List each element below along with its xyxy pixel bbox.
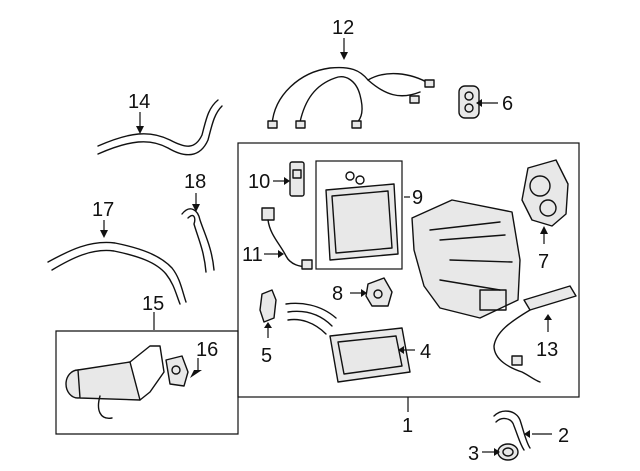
grommet-6[interactable] <box>458 85 480 119</box>
callout-5: 5 <box>261 345 272 367</box>
callout-3: 3 <box>468 443 479 465</box>
hose-2[interactable] <box>493 410 531 451</box>
callout-18: 18 <box>184 171 206 193</box>
bracket-5[interactable] <box>259 289 277 323</box>
callout-2: 2 <box>558 425 569 447</box>
hvac-housing[interactable] <box>411 199 521 319</box>
callout-11: 11 <box>242 244 263 266</box>
evaporator-9[interactable] <box>325 171 399 261</box>
callout-10: 10 <box>248 171 270 193</box>
hose-18[interactable] <box>181 208 215 273</box>
harness-11[interactable] <box>261 207 313 270</box>
callout-4: 4 <box>420 341 431 363</box>
callout-17: 17 <box>92 199 114 221</box>
callout-15: 15 <box>142 293 164 315</box>
callout-9: 9 <box>412 187 423 209</box>
hose-14[interactable] <box>97 99 223 156</box>
water-pump-15[interactable] <box>65 345 165 419</box>
callout-12: 12 <box>332 17 354 39</box>
sensor-harness-13[interactable] <box>493 285 577 383</box>
bracket-16[interactable] <box>165 355 189 387</box>
blower-motor-7[interactable] <box>521 159 569 227</box>
wire-harness-12[interactable] <box>267 66 435 129</box>
sensor-10[interactable] <box>289 161 305 197</box>
heater-core-4[interactable] <box>285 302 411 383</box>
callout-7: 7 <box>538 251 549 273</box>
pump-assembly-box <box>55 330 239 435</box>
clamp-3[interactable] <box>497 443 519 461</box>
actuator-8[interactable] <box>365 277 393 307</box>
callout-6: 6 <box>502 93 513 115</box>
hose-17[interactable] <box>47 241 187 305</box>
evaporator-box <box>315 160 403 270</box>
callout-16: 16 <box>196 339 218 361</box>
callout-8: 8 <box>332 283 343 305</box>
callout-1: 1 <box>402 415 413 437</box>
callout-13: 13 <box>536 339 558 361</box>
callout-14: 14 <box>128 91 150 113</box>
